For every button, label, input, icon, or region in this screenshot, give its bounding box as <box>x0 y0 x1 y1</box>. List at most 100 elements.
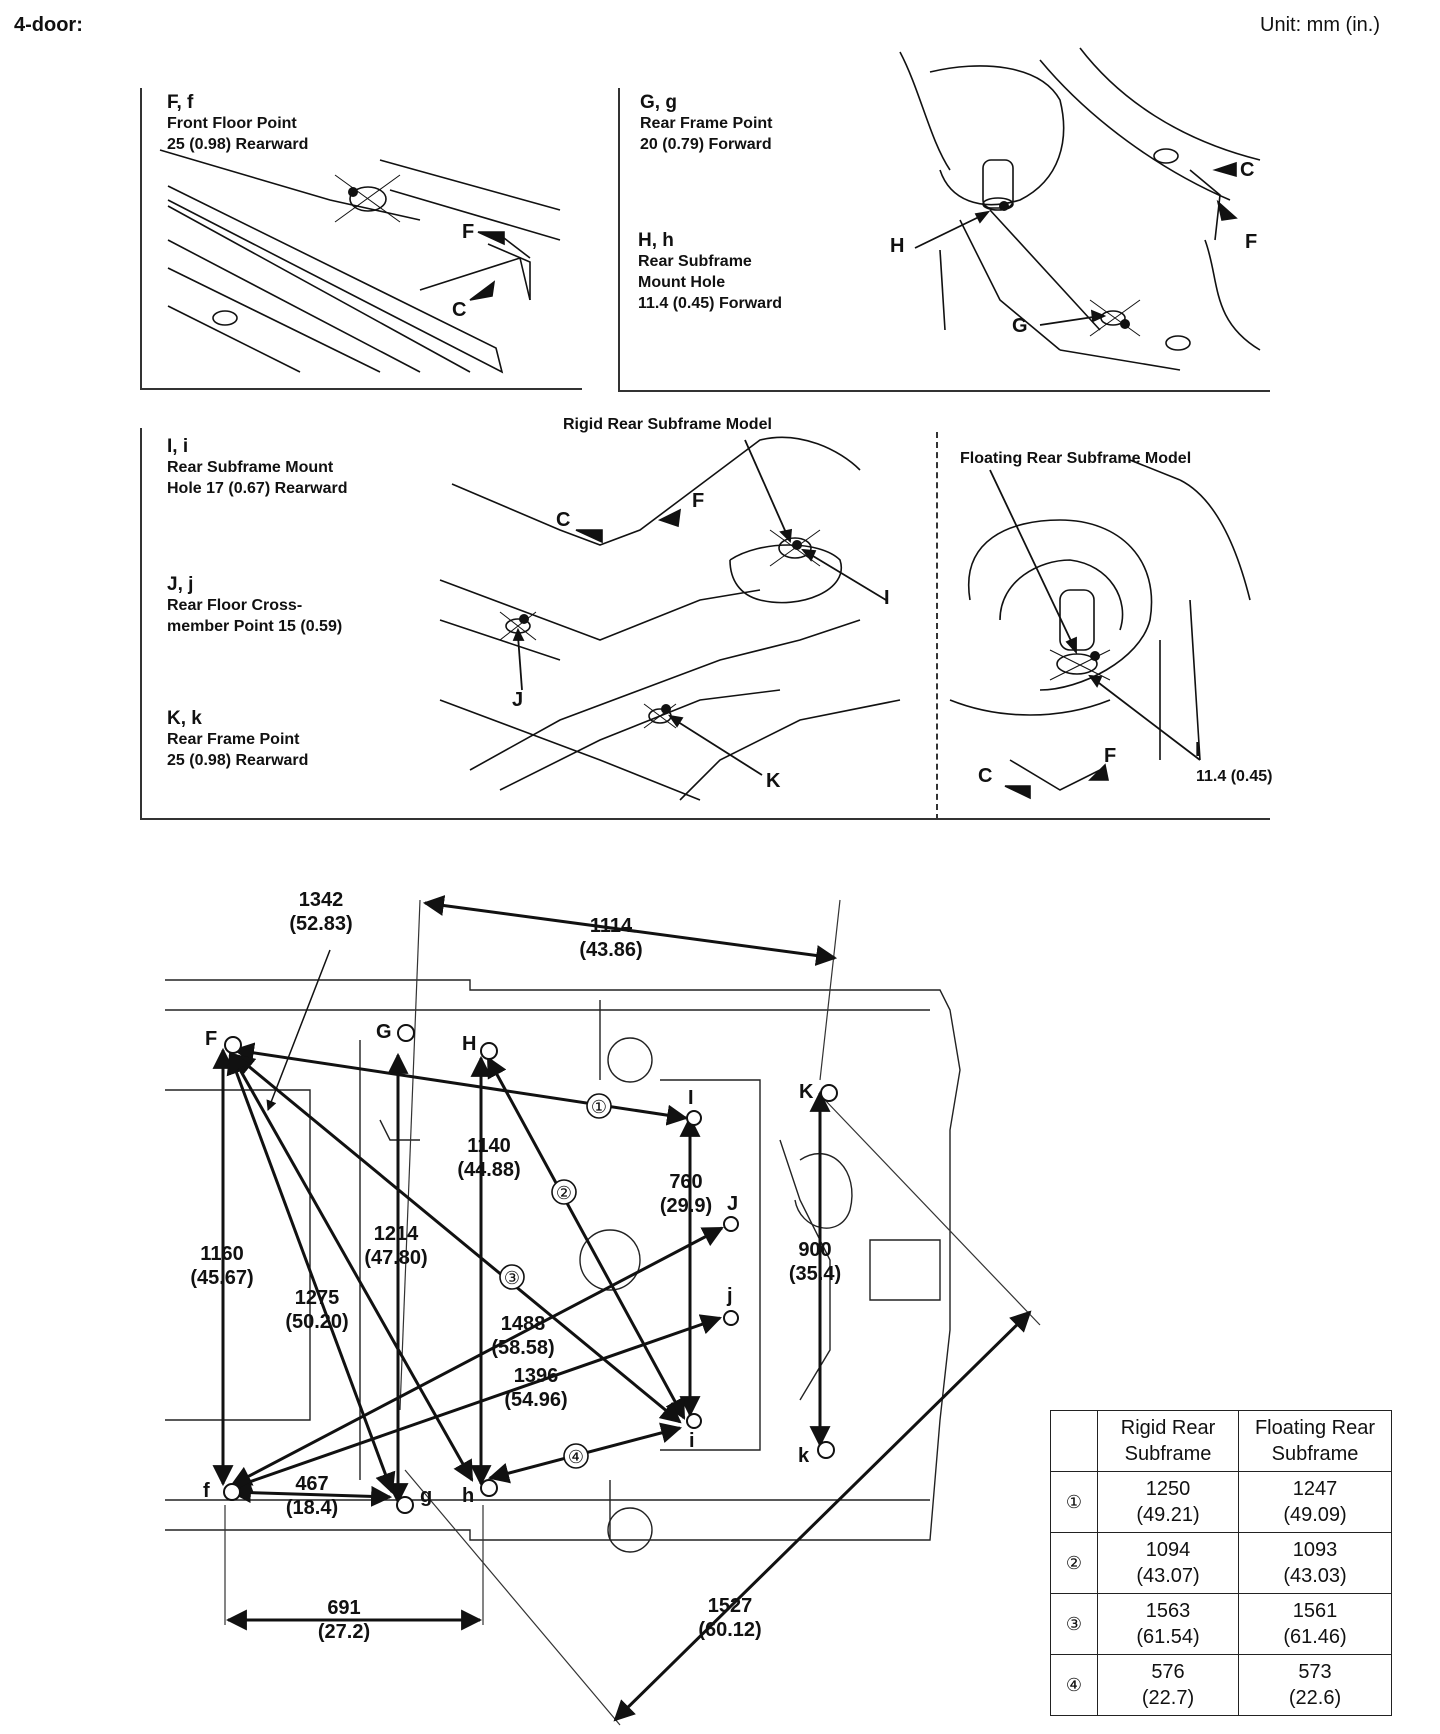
label-C-rigid: C <box>556 509 570 531</box>
rigid-in: (61.54) <box>1136 1626 1200 1648</box>
dim-1114-in: (43.86) <box>579 939 642 961</box>
floating-value: 1093 (43.03) <box>1238 1532 1392 1594</box>
letter-G: G <box>376 1021 392 1043</box>
caption-ii: I, i Rear Subframe Mount Hole 17 (0.67) … <box>167 436 348 499</box>
label-K-rigid: K <box>766 770 781 792</box>
rigid-value: 576(22.7) <box>1097 1654 1239 1716</box>
label-G-top: G <box>1012 315 1028 337</box>
dim-line-1275 <box>226 1053 396 1494</box>
model-divider <box>936 432 938 820</box>
row-num: ① <box>1050 1471 1098 1533</box>
spec-table-header: Rigid Rear Subframe Floating Rear Subfra… <box>1050 1410 1392 1472</box>
dim-1342-in: (52.83) <box>289 913 352 935</box>
dim-691-in: (27.2) <box>318 1621 370 1643</box>
dim-467-in: (18.4) <box>286 1497 338 1519</box>
floating-in: (49.09) <box>1283 1504 1347 1526</box>
letter-K: K <box>799 1081 814 1103</box>
point-F <box>224 1036 242 1054</box>
dim-line-1 <box>232 1042 689 1126</box>
panel-gh-bottom-border <box>618 390 1270 392</box>
header-rigid: Rigid Rear Subframe <box>1097 1410 1239 1472</box>
letter-g: g <box>420 1485 432 1507</box>
caption-ff-offset: 25 (0.98) Rearward <box>167 136 309 153</box>
dim-1488-in: (58.58) <box>491 1337 554 1359</box>
row-num: ④ <box>1050 1654 1098 1716</box>
dim-1396-mm: 1396 <box>514 1365 559 1387</box>
caption-ii-title: I, i <box>167 436 189 457</box>
caption-hh: H, h Rear Subframe Mount Hole 11.4 (0.45… <box>638 230 782 314</box>
table-row: ① 1250(49.21) 1247(49.09) <box>1050 1471 1392 1533</box>
label-H-top: H <box>890 235 904 257</box>
caption-hh-offset: 11.4 (0.45) Forward <box>638 295 783 312</box>
caption-ii-name2: Hole 17 (0.67) Rearward <box>167 480 348 497</box>
point-j <box>723 1310 739 1326</box>
rigid-value: 1250(49.21) <box>1097 1471 1239 1533</box>
caption-jj: J, j Rear Floor Cross- member Point 15 (… <box>167 574 342 637</box>
dim-467-mm: 467 <box>295 1473 328 1495</box>
letter-f: f <box>203 1480 210 1502</box>
spec-corner-cell <box>1050 1410 1098 1472</box>
page-title: 4-door: <box>14 14 83 36</box>
dim-line-467 <box>229 1482 393 1507</box>
dim-1214-in: (47.80) <box>364 1247 427 1269</box>
dim-line-1527 <box>613 1310 1032 1722</box>
label-J-rigid: J <box>512 689 523 711</box>
panel-ff-left-border <box>140 88 142 390</box>
letter-j: j <box>726 1285 733 1307</box>
unit-label: Unit: mm (in.) <box>1260 14 1380 36</box>
rigid-mm: 1563 <box>1145 1600 1191 1622</box>
illustration-rigid-subframe <box>439 436 901 801</box>
label-C-gh: C <box>1240 159 1254 181</box>
dim-line-1342 <box>228 1050 474 1482</box>
marker-2: ② <box>556 1183 572 1203</box>
part-illustrations: F C H G C F C F I J K C F I <box>159 47 1261 801</box>
dim-line-1396 <box>230 1314 722 1492</box>
caption-gg-title: G, g <box>640 92 677 113</box>
caption-jj-title: J, j <box>167 574 194 595</box>
caption-kk-name: Rear Frame Point <box>167 731 300 748</box>
letter-i: i <box>689 1430 695 1452</box>
table-row: ④ 576(22.7) 573(22.6) <box>1050 1654 1392 1716</box>
dim-1396-in: (54.96) <box>504 1389 567 1411</box>
floating-offset-label: 11.4 (0.45) <box>1196 768 1273 785</box>
caption-kk-title: K, k <box>167 708 202 729</box>
dim-691-mm: 691 <box>327 1597 360 1619</box>
point-k <box>817 1441 835 1459</box>
label-F-gh: F <box>1245 231 1257 253</box>
rigid-in: (22.7) <box>1141 1687 1195 1709</box>
point-i <box>686 1413 702 1429</box>
floating-in: (22.6) <box>1288 1687 1342 1709</box>
dim-1140-mm: 1140 <box>467 1135 510 1157</box>
dim-1488-mm: 1488 <box>501 1313 546 1335</box>
panel-ijk-bottom-border <box>140 818 1270 820</box>
dim-1342-mm: 1342 <box>299 889 344 911</box>
floating-mm: 1561 <box>1292 1600 1338 1622</box>
dim-900-mm: 900 <box>798 1239 831 1261</box>
point-I <box>686 1110 702 1126</box>
floating-value: 573(22.6) <box>1238 1654 1392 1716</box>
label-F-rigid: F <box>692 490 704 512</box>
dim-line-1114 <box>422 895 838 966</box>
caption-hh-name2: Mount Hole <box>638 274 726 291</box>
point-f <box>223 1483 241 1501</box>
rigid-in: (43.07) <box>1136 1565 1200 1587</box>
floating-in: (43.03) <box>1283 1565 1347 1587</box>
point-g <box>396 1496 414 1514</box>
floating-mm: 1093 <box>1292 1539 1338 1561</box>
dim-line-1488 <box>230 1226 724 1487</box>
marker-4: ④ <box>568 1447 584 1467</box>
caption-gg: G, g Rear Frame Point 20 (0.79) Forward <box>640 92 772 155</box>
letter-J: J <box>727 1193 738 1215</box>
illustration-front-floor <box>159 149 561 374</box>
leader-1342 <box>266 949 331 1111</box>
caption-hh-name1: Rear Subframe <box>638 253 752 270</box>
letter-H: H <box>462 1033 476 1055</box>
dim-760-in: (29.9) <box>660 1195 712 1217</box>
dim-1275-mm: 1275 <box>295 1287 340 1309</box>
caption-gg-offset: 20 (0.79) Forward <box>640 136 772 153</box>
body-dimension-diagram: F G H I J K f g h i j k ① ② ③ ④ 1342 (52… <box>165 889 1041 1726</box>
table-row: ② 1094(43.07) 1093(43.03) <box>1050 1532 1392 1594</box>
dim-1140-in: (44.88) <box>457 1159 520 1181</box>
marker-3: ③ <box>504 1268 520 1288</box>
row-num: ② <box>1050 1532 1098 1594</box>
